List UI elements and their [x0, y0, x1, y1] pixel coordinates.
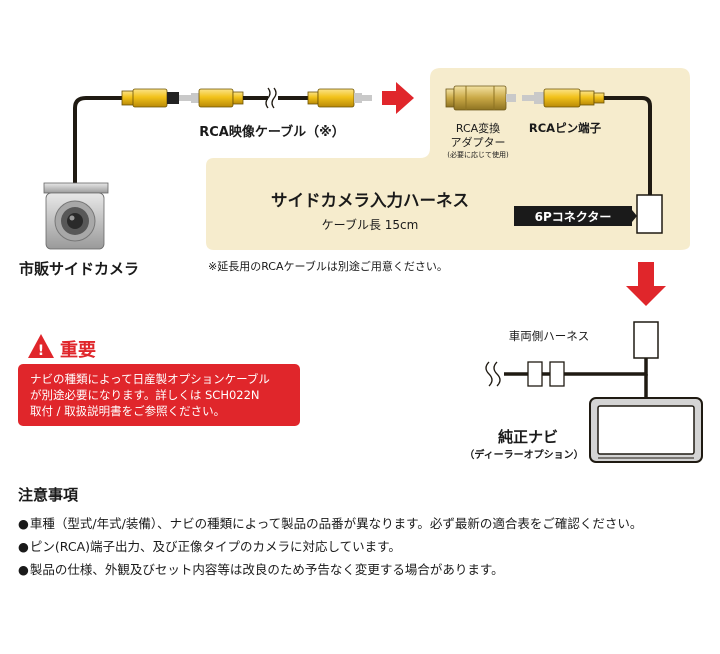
navi-unit [589, 397, 703, 463]
6p-connector-label: 6Pコネクター [535, 210, 612, 224]
6p-connector-pointer [632, 210, 637, 222]
important-line-3: 取付 / 取扱説明書をご参照ください。 [30, 404, 225, 418]
navi-label: 純正ナビ [498, 428, 558, 446]
note-text: 製品の仕様、外観及びセット内容等は改良のため予告なく変更する場合があります。 [29, 562, 504, 577]
note-item: ●車種（型式/年式/装備）、ナビの種類によって製品の品番が異なります。必ず最新の… [18, 516, 708, 532]
arrow-down-icon [626, 262, 666, 306]
rca-video-cable [121, 87, 372, 109]
harness-cable-length: ケーブル長 15cm [322, 217, 419, 232]
notes-list: ●車種（型式/年式/装備）、ナビの種類によって製品の品番が異なります。必ず最新の… [18, 516, 708, 585]
note-item: ●製品の仕様、外観及びセット内容等は改良のため予告なく変更する場合があります。 [18, 562, 708, 578]
6p-connector [636, 194, 663, 234]
vehicle-harness-label: 車両側ハーネス [509, 329, 590, 343]
bullet-icon: ● [18, 516, 29, 531]
camera-label: 市販サイドカメラ [19, 260, 139, 278]
warning-triangle-icon [28, 334, 54, 358]
note-text: ピン(RCA)端子出力、及び正像タイプのカメラに対応しています。 [29, 539, 401, 554]
bullet-icon: ● [18, 539, 29, 554]
harness-title: サイドカメラ入力ハーネス [271, 190, 469, 210]
rca-pin-terminal-label: RCAピン端子 [529, 121, 602, 135]
6p-connector-label-bg [514, 206, 632, 226]
rca-adapter-label-1: RCA変換 [456, 121, 500, 135]
bullet-icon: ● [18, 562, 29, 577]
vehicle-harness [485, 358, 648, 398]
harness-panel [206, 68, 690, 250]
harness-cable [604, 96, 652, 195]
side-camera [43, 182, 109, 250]
important-line-2: が別途必要になります。詳しくは SCH022N [30, 388, 260, 402]
arrow-right-icon [382, 82, 414, 114]
footnote: ※延長用のRCAケーブルは別途ご用意ください。 [208, 259, 448, 273]
camera-cable [73, 96, 122, 183]
important-notice: ! 重要 ナビの種類によって日産製オプションケーブル が別途必要になります。詳し… [18, 334, 300, 426]
important-heading: 重要 [60, 339, 96, 361]
important-line-1: ナビの種類によって日産製オプションケーブル [30, 372, 270, 386]
rca-pin-terminal [522, 88, 605, 108]
svg-text:!: ! [38, 343, 44, 359]
navi-sublabel: （ディーラーオプション） [464, 448, 583, 461]
rca-adapter-note: (必要に応じて使用) [447, 150, 509, 159]
notes-title: 注意事項 [18, 486, 79, 504]
note-item: ●ピン(RCA)端子出力、及び正像タイプのカメラに対応しています。 [18, 539, 708, 555]
rca-adapter [445, 85, 516, 111]
vehicle-connector [633, 321, 659, 359]
note-text: 車種（型式/年式/装備）、ナビの種類によって製品の品番が異なります。必ず最新の適… [29, 516, 643, 531]
rca-adapter-label-2: アダプター [451, 135, 506, 149]
rca-video-cable-label: RCA映像ケーブル（※） [199, 124, 344, 140]
